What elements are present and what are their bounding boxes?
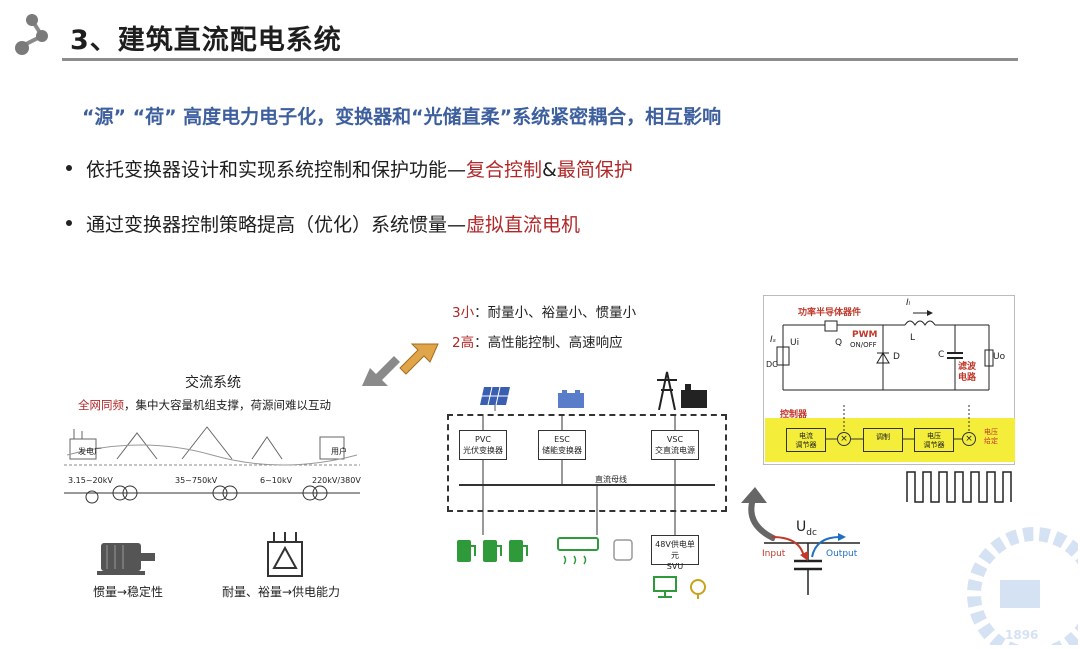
block-label-line: 电流 xyxy=(799,432,813,440)
dc-system-frame xyxy=(447,414,727,512)
control-signal-lines xyxy=(826,405,970,440)
bullet-highlight: 复合控制 xyxy=(466,159,543,181)
uo-label: Uo xyxy=(993,352,1006,362)
ac-voltage-2: 35~750kV xyxy=(175,476,218,485)
dc-line-2: 2高：高性能控制、高速响应 xyxy=(452,331,623,351)
buck-circuit-diagram xyxy=(776,310,994,391)
dc-bus-label: 直流母线 xyxy=(595,475,627,484)
il-label: Iₗ xyxy=(906,298,911,308)
d-label: D xyxy=(893,352,900,362)
pwm-label: PWM xyxy=(852,330,878,340)
filter-label-line: 电路 xyxy=(958,373,977,383)
switch-label: 功率半导体器件 xyxy=(798,308,862,318)
ac-note-text: ，集中大容量机组支撑，荷源间难以互动 xyxy=(124,398,331,412)
block-label: 调制 xyxy=(876,433,890,441)
block-label-line: 电压 xyxy=(984,428,998,436)
bullet-highlight: 虚拟直流电机 xyxy=(466,214,581,236)
output-label: Output xyxy=(826,549,858,559)
converter-code: ESC xyxy=(554,435,570,444)
dc-line-2-text: ：高性能控制、高速响应 xyxy=(474,335,623,351)
curved-arrow-icon xyxy=(741,487,777,541)
block-label-line: 调节器 xyxy=(923,441,945,449)
udc-symbol: U xyxy=(796,519,807,535)
c-label: C xyxy=(938,350,945,360)
converter-name: 储能变换器 xyxy=(542,446,582,455)
university-logo-watermark xyxy=(967,527,1078,645)
bullet-2: 通过变换器控制策略提高（优化）系统惯量—虚拟直流电机 xyxy=(66,210,580,237)
bullet-dot xyxy=(66,219,72,226)
dc-source-label: DC xyxy=(766,360,778,369)
motor-icon xyxy=(97,543,155,575)
is-label: Iₛ xyxy=(770,335,777,345)
supply-name: SVU xyxy=(666,562,684,571)
storage-converter-box: ESC 储能变换器 xyxy=(538,430,586,460)
supply-code: 48V供电单元 xyxy=(655,540,695,560)
voltage-reference-label: 电压给定 xyxy=(984,428,998,446)
ac-title: 交流系统 xyxy=(185,375,241,391)
ac-user-label: 用户 xyxy=(331,447,347,456)
summing-junction-icon: × xyxy=(837,432,851,446)
filter-label: 滤波电路 xyxy=(958,362,976,384)
ui-label: Ui xyxy=(790,338,800,348)
ac-grid-diagram xyxy=(64,426,360,504)
onoff-label: ON/OFF xyxy=(850,341,877,349)
bullet-1: 依托变换器设计和实现系统控制和保护功能—复合控制&最简保护 xyxy=(66,155,633,182)
bullet-dot xyxy=(66,164,72,171)
block-label-line: 电压 xyxy=(927,432,941,440)
supply-unit-box: 48V供电单元 SVU xyxy=(651,535,699,571)
dc-line-2-highlight: 2高 xyxy=(452,335,475,351)
air-conditioner-icon xyxy=(557,537,633,565)
input-label: Input xyxy=(762,549,786,559)
dc-bus-lines xyxy=(459,414,715,535)
exchange-arrows-icon xyxy=(362,343,439,386)
current-regulator-box: 电流调节器 xyxy=(786,428,826,452)
voltage-regulator-box: 电压调节器 xyxy=(914,428,954,452)
converter-name: 光伏变换器 xyxy=(463,446,503,455)
bullet-separator: & xyxy=(542,159,557,181)
ac-plant-label: 发电厂 xyxy=(78,447,102,456)
block-label-line: 给定 xyxy=(984,437,998,445)
motor-caption: 惯量→稳定性 xyxy=(93,585,164,599)
dc-line-1-highlight: 3小 xyxy=(452,305,475,321)
computer-and-lamp-icon xyxy=(653,576,706,599)
l-label: L xyxy=(910,333,916,343)
summing-junction-icon: × xyxy=(962,432,976,446)
battery-storage-icon xyxy=(558,390,584,408)
ac-note: 全网同频，集中大容量机组支撑，荷源间难以互动 xyxy=(78,397,331,413)
intro-line: “源” “荷” 高度电力电子化，变换器和“光储直柔”系统紧密耦合，相互影响 xyxy=(82,106,722,128)
bullet-text: 通过变换器控制策略提高（优化）系统惯量— xyxy=(86,214,467,236)
converter-code: PVC xyxy=(475,435,491,444)
watermark-year: 1896 xyxy=(1005,628,1039,642)
bullet-text: 依托变换器设计和实现系统控制和保护功能— xyxy=(86,159,467,181)
converter-name: 交直流电源 xyxy=(655,446,695,455)
vsc-converter-box: VSC 交直流电源 xyxy=(651,430,699,460)
grid-tower-icon xyxy=(657,371,707,410)
controller-label: 控制器 xyxy=(780,410,808,420)
transformer-icon xyxy=(267,532,303,577)
filter-label-line: 滤波 xyxy=(958,362,977,372)
page-title: 3、建筑直流配电系统 xyxy=(70,25,342,56)
udc-label: Udc xyxy=(796,519,817,538)
ac-voltage-3: 6~10kV xyxy=(260,476,293,485)
pv-converter-box: PVC 光伏变换器 xyxy=(459,430,507,460)
capacitor-diagram xyxy=(764,533,860,595)
share-icon xyxy=(15,14,48,55)
ac-note-highlight: 全网同频 xyxy=(78,398,124,412)
title-divider xyxy=(62,58,1018,61)
modulation-box: 调制 xyxy=(863,428,903,452)
ev-charger-icon xyxy=(457,540,528,562)
converter-code: VSC xyxy=(666,435,684,444)
udc-subscript: dc xyxy=(806,527,817,538)
q-label: Q xyxy=(835,338,843,348)
bullet-highlight: 最简保护 xyxy=(556,159,633,181)
block-label-line: 调节器 xyxy=(795,441,817,449)
ac-voltage-4: 220kV/380V xyxy=(312,476,361,485)
ac-voltage-1: 3.15~20kV xyxy=(68,476,113,485)
dc-line-1: 3小：耐量小、裕量小、惯量小 xyxy=(452,301,636,321)
solar-panel-icon xyxy=(480,386,510,411)
transformer-caption: 耐量、裕量→供电能力 xyxy=(222,585,341,599)
pwm-waveform xyxy=(906,471,1012,503)
dc-line-1-text: ：耐量小、裕量小、惯量小 xyxy=(474,305,637,321)
